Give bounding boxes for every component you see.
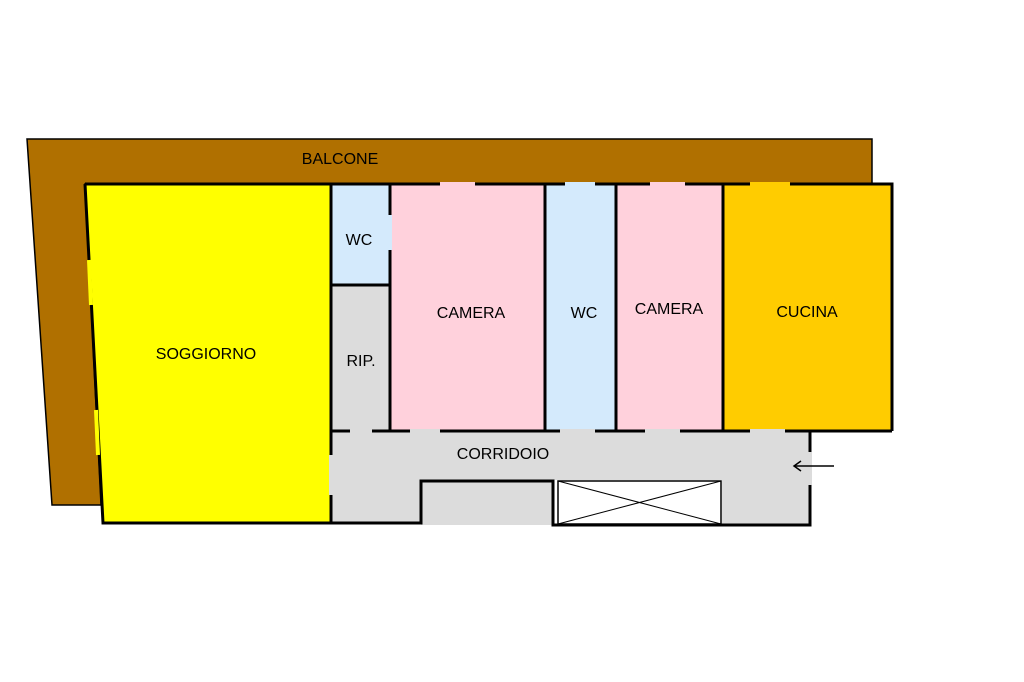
large-wc-area	[545, 184, 616, 431]
label-wc-large: WC	[571, 305, 598, 322]
top-wall	[85, 182, 894, 431]
label-wc-small: WC	[346, 232, 373, 249]
label-rip: RIP.	[346, 353, 375, 370]
small-wc-area	[331, 184, 390, 285]
label-camera-1: CAMERA	[437, 305, 506, 322]
bedroom-1-area	[390, 184, 545, 431]
storage-area	[331, 285, 390, 431]
label-camera-2: CAMERA	[635, 301, 704, 318]
window-living-2	[94, 409, 100, 456]
label-cucina: CUCINA	[776, 304, 838, 321]
left-wall	[83, 183, 812, 527]
arrow-left-icon	[792, 460, 834, 472]
label-soggiorno: SOGGIORNO	[156, 346, 256, 363]
label-balcone: BALCONE	[302, 151, 378, 168]
kitchen-area	[723, 184, 892, 431]
corridor-area-lower	[331, 431, 421, 522]
corridor-area	[331, 431, 810, 525]
window-living-1	[87, 259, 93, 306]
label-corridoio: CORRIDOIO	[457, 446, 549, 463]
shaft-cross-line-2	[557, 480, 722, 525]
living-room-area	[85, 184, 331, 523]
bedroom-2-area	[616, 184, 723, 431]
